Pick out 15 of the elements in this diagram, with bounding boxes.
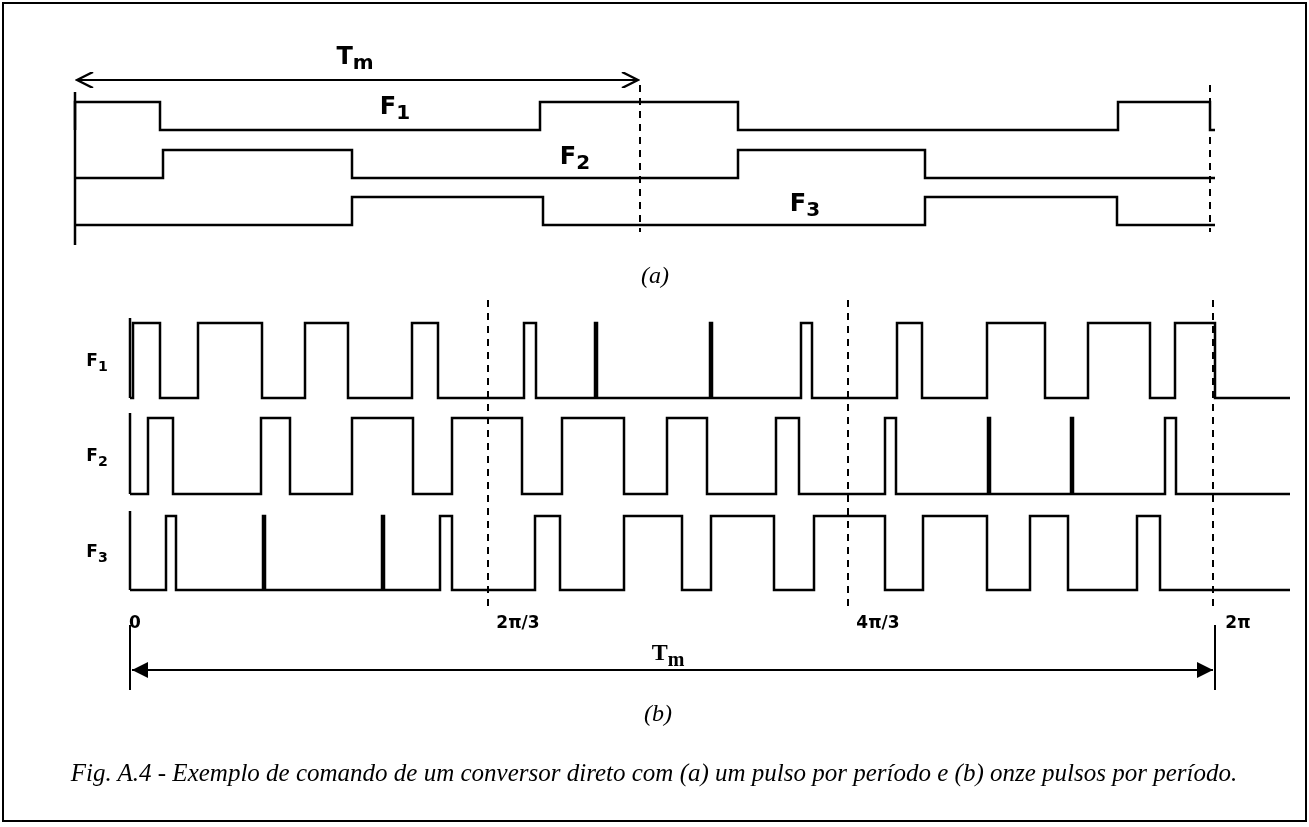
panel-label: (a) (641, 261, 669, 289)
phase-label: F$_{1}$ (86, 350, 108, 374)
phase-label: F$_{2}$ (86, 445, 108, 469)
axis-tick-label: 0 (129, 612, 141, 632)
phase-label: F$_{3}$ (789, 188, 821, 222)
phase-label: F$_{2}$ (559, 141, 591, 175)
panel-label: (b) (644, 699, 672, 727)
phase-label: F$_{3}$ (86, 541, 108, 565)
figure-caption: Fig. A.4 - Exemplo de comando de um conversor direto com (a) um pulso por período e (b) onze pulsos por período. (69, 758, 1239, 788)
axis-tick-label: 2π/3 (496, 612, 540, 632)
axis-tick-label: 4π/3 (856, 612, 900, 632)
period-label: T$_{m}$ (651, 639, 685, 671)
axis-tick-label: 2π (1225, 612, 1251, 632)
period-label: T$_{m}$ (336, 41, 374, 75)
phase-label: F$_{1}$ (379, 91, 411, 125)
